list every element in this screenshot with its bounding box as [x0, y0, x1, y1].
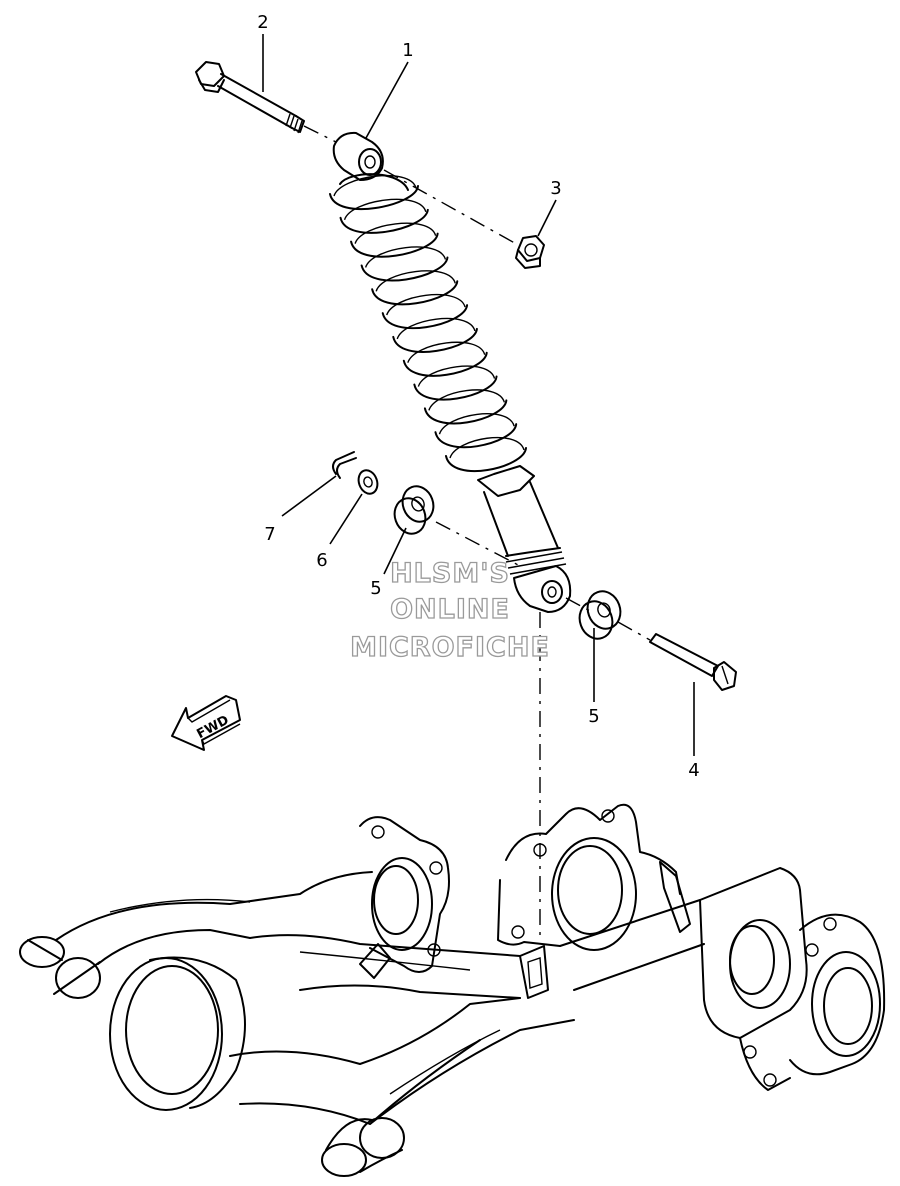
collar-left: [393, 485, 435, 535]
spring-coil: [360, 256, 449, 282]
spring-coil-back: [417, 365, 496, 387]
watermark-line-3: MICROFICHE: [350, 632, 550, 663]
spring-coil-back: [449, 436, 525, 459]
spring-coil: [402, 351, 488, 377]
leader-5a: [383, 527, 407, 575]
callout-4: 4: [688, 760, 699, 781]
spring-coil: [445, 447, 527, 472]
callout-3: 3: [550, 178, 561, 199]
collar-right: [578, 590, 622, 640]
spring-coil: [392, 327, 478, 353]
callout-6: 6: [316, 550, 327, 571]
cotter-pin: [332, 451, 357, 479]
spring-coil: [350, 232, 439, 258]
leader-7: [281, 475, 337, 517]
spring-coil: [434, 423, 518, 449]
spring-coil: [339, 208, 429, 234]
spring-coil: [329, 185, 419, 210]
fwd-arrow-icon: FWD: [171, 695, 241, 751]
spring-coil-back: [354, 222, 437, 244]
spring-coil-back: [428, 389, 506, 411]
callout-5-right: 5: [588, 706, 599, 727]
upper-bolt: [195, 61, 305, 134]
spring-coil-back: [407, 341, 486, 364]
callout-1: 1: [402, 40, 413, 61]
spring-coil: [413, 375, 498, 401]
callout-5-left: 5: [370, 578, 381, 599]
callout-7: 7: [264, 524, 275, 545]
spring-coil-back: [333, 174, 417, 197]
shock-absorber: [329, 131, 572, 613]
leader-6: [329, 493, 363, 545]
spring-coil-back: [386, 294, 466, 316]
spring-coil-back: [364, 246, 447, 268]
upper-nut: [515, 235, 545, 269]
watermark: HLSM'S ONLINE MICROFICHE: [349, 557, 550, 663]
rear-arm-frame: [19, 803, 886, 1177]
washer: [357, 469, 379, 495]
spring-coil: [381, 304, 469, 330]
spring-coil-back: [396, 317, 476, 340]
lower-bolt: [649, 633, 737, 691]
leader-3: [537, 199, 557, 237]
leader-1: [365, 61, 409, 139]
spring-coil: [423, 399, 508, 425]
spring-coil-back: [375, 270, 456, 292]
spring-coil-back: [343, 198, 427, 221]
spring-coil-back: [438, 413, 515, 435]
spring-coil: [371, 280, 459, 306]
watermark-line-1: HLSM'S: [390, 558, 510, 589]
watermark-line-2: ONLINE: [390, 594, 510, 625]
callout-2: 2: [257, 12, 268, 33]
